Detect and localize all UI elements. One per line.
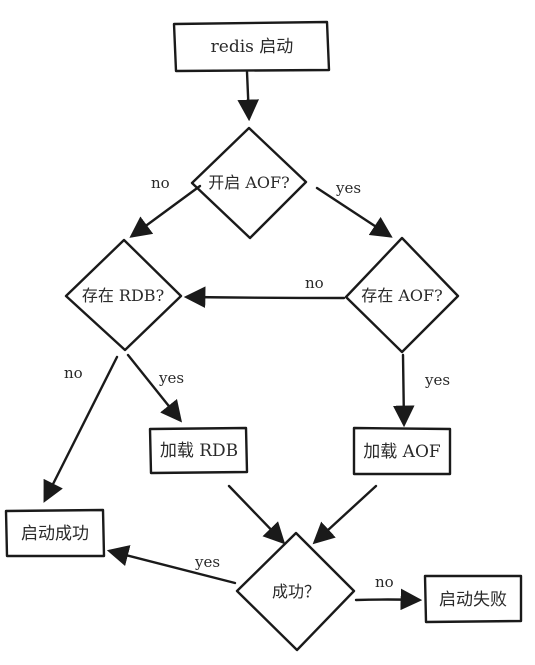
load-rdb-label: 加载 RDB: [160, 441, 238, 461]
edge-label-aof-exists-no: no: [305, 274, 324, 292]
edge-label-aof-exists-yes: yes: [424, 371, 450, 389]
edge-success-no: [354, 588, 423, 611]
success-label: 成功？: [272, 582, 320, 601]
start-node-border: [172, 20, 331, 73]
start-success-border: [4, 508, 106, 558]
success-diamond: [235, 531, 356, 652]
edge-start-to-aof-enabled: [237, 70, 259, 122]
edge-load-aof-to-success: [312, 484, 378, 545]
aof-enabled-decision: 开启 AOF?: [190, 126, 308, 240]
rdb-exists-diamond: [64, 238, 183, 352]
start-node-label: redis 启动: [211, 37, 294, 57]
load-aof-border: [352, 426, 452, 476]
load-rdb-node: 加载 RDB: [148, 426, 249, 475]
edge-label-rdb-exists-no: no: [64, 364, 83, 382]
edge-aof-exists-yes: [392, 353, 415, 428]
rdb-exists-decision: 存在 RDB?: [64, 238, 183, 352]
edge-label-rdb-exists-yes: yes: [158, 369, 184, 387]
edge-success-yes: [106, 545, 237, 585]
edge-label-aof-enabled-yes: yes: [335, 179, 361, 197]
edge-label-aof-enabled-no: no: [151, 174, 170, 192]
start-success-label: 启动成功: [21, 524, 89, 544]
aof-exists-diamond: [344, 236, 460, 354]
load-aof-label: 加载 AOF: [363, 442, 441, 462]
edge-load-rdb-to-success: [227, 484, 286, 545]
edge-rdb-exists-no: [43, 355, 119, 503]
edge-label-success-no: no: [375, 573, 394, 591]
edge-aof-enabled-yes: [315, 186, 393, 238]
aof-enabled-label: 开启 AOF?: [208, 173, 289, 192]
edge-aof-enabled-no: [129, 184, 202, 238]
start-fail-node: 启动失败: [423, 574, 523, 624]
aof-exists-decision: 存在 AOF?: [344, 236, 460, 354]
load-aof-node: 加载 AOF: [352, 426, 452, 476]
rdb-exists-label: 存在 RDB?: [82, 286, 164, 305]
aof-enabled-diamond: [190, 126, 308, 240]
start-success-node: 启动成功: [4, 508, 106, 558]
edge-rdb-exists-yes: [126, 353, 183, 423]
load-rdb-border: [148, 426, 249, 475]
start-fail-border: [423, 574, 523, 624]
start-fail-label: 启动失败: [439, 590, 507, 610]
start-node: redis 启动: [172, 20, 331, 73]
edge-aof-exists-no: [183, 286, 346, 309]
aof-exists-label: 存在 AOF?: [361, 286, 442, 305]
success-decision: 成功？: [235, 531, 356, 652]
edge-label-success-yes: yes: [194, 553, 220, 571]
